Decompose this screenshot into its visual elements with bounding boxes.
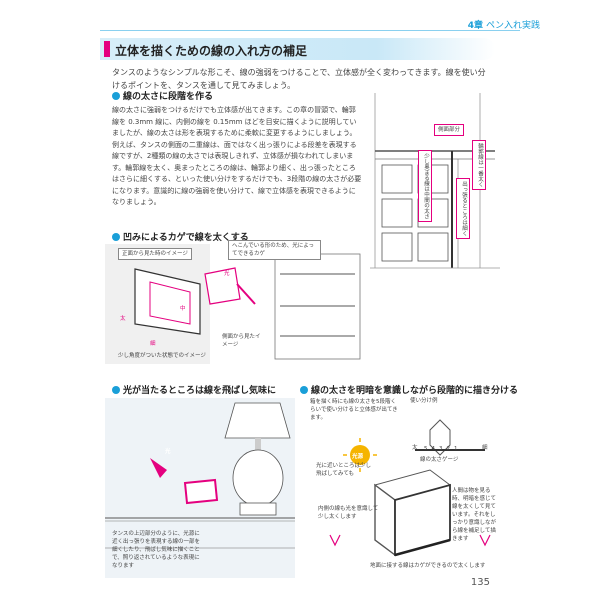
gauge-number: 2 (446, 446, 451, 452)
gauge-number: 4 (431, 446, 436, 452)
label-thick-2: 太 (120, 316, 126, 322)
label-inner-mid: 少し奥まる線は中間の太さ (418, 150, 432, 222)
section1-heading: 線の太さに段階を作る (112, 89, 213, 102)
label-light-3: 光 (165, 449, 171, 455)
page-number: 135 (470, 577, 490, 588)
bullet-dot (300, 386, 308, 394)
label-gauge-thin: 細 (482, 445, 488, 451)
label-protrude-thin: 出っ張るところは細く (456, 178, 470, 239)
label-mid-2: 中 (180, 306, 186, 312)
label-light-2: 光 (224, 271, 230, 277)
gauge-number: 3 (439, 446, 443, 452)
gauge-number: 1 (454, 446, 458, 452)
label-light-source: 光源 (352, 454, 364, 460)
gauge-numbers: 5 4 3 2 1 (424, 445, 458, 453)
label-contour-thick: 輪郭線は一番太く (472, 140, 486, 190)
section4-intro: 箱を描く時にも線の太さを5段階くらいで使い分けると立体感が出てきます。 (310, 399, 398, 421)
chapter-header: 4章ペン入れ実践 (468, 18, 540, 31)
chapter-title: ペン入れ実践 (485, 21, 540, 31)
label-gauge: 線の太さゲージ (420, 457, 459, 463)
label-front-view: 正面から見た時のイメージ (118, 248, 192, 260)
figure-lamp-desk (105, 398, 295, 578)
title-marker (104, 41, 110, 57)
label-usage-example: 使い分け例 (410, 398, 438, 404)
figure-drawer-dent (105, 244, 365, 364)
label-gauge-thick: 太 (412, 445, 418, 451)
label-eye-note: 人間は物を見る時、明暗を感じて線を太くして見ています。それをしっかり意識しながら… (452, 488, 497, 542)
section3-caption: タンスの上辺部分のように、光源に近く出っ張りを表現する線の一部を細くしたり、飛ば… (112, 531, 201, 569)
label-ground-line: 地面に接する線はカゲができるので太くします (370, 563, 486, 569)
bullet-dot (112, 386, 120, 394)
label-thin-2: 細 (150, 341, 156, 347)
bullet-dot (112, 233, 120, 241)
bullet-dot (112, 92, 120, 100)
label-angle-view: 少し角度がついた状態でのイメージ (118, 353, 206, 359)
label-inner-lines: 内側の線も光を意識して少し太くします (318, 506, 379, 520)
label-dent-shadow: へこんでいる形のため、光によってできるカゲ (228, 240, 321, 260)
chapter-number: 4章 (467, 21, 483, 31)
lead-text: タンスのようなシンプルな形こそ、線の強弱をつけることで、立体感が全く変わってきま… (112, 68, 486, 90)
section4-heading: 線の太さを明暗を意識しながら段階的に描き分ける (300, 383, 518, 396)
figure-box-light (329, 419, 491, 557)
label-near-light: 光に近いところは少し飛ばしてみても (316, 463, 372, 477)
header-rule (100, 30, 520, 31)
page-title: 立体を描くための線の入れ方の補足 (115, 44, 308, 58)
section2-heading: 凹みによるカゲで線を太くする (112, 230, 249, 243)
title-bar (100, 38, 495, 60)
label-side-view: 側面から見たイメージ (222, 334, 261, 348)
label-side-part: 側面部分 (434, 124, 465, 136)
gauge-number: 5 (424, 446, 428, 452)
section3-heading: 光が当たるところは線を飛ばし気味に (112, 383, 276, 396)
section1-body: 線の太さに強弱をつけるだけでも立体感が出てきます。この章の冒頭で、輪郭線を 0.… (112, 106, 362, 206)
